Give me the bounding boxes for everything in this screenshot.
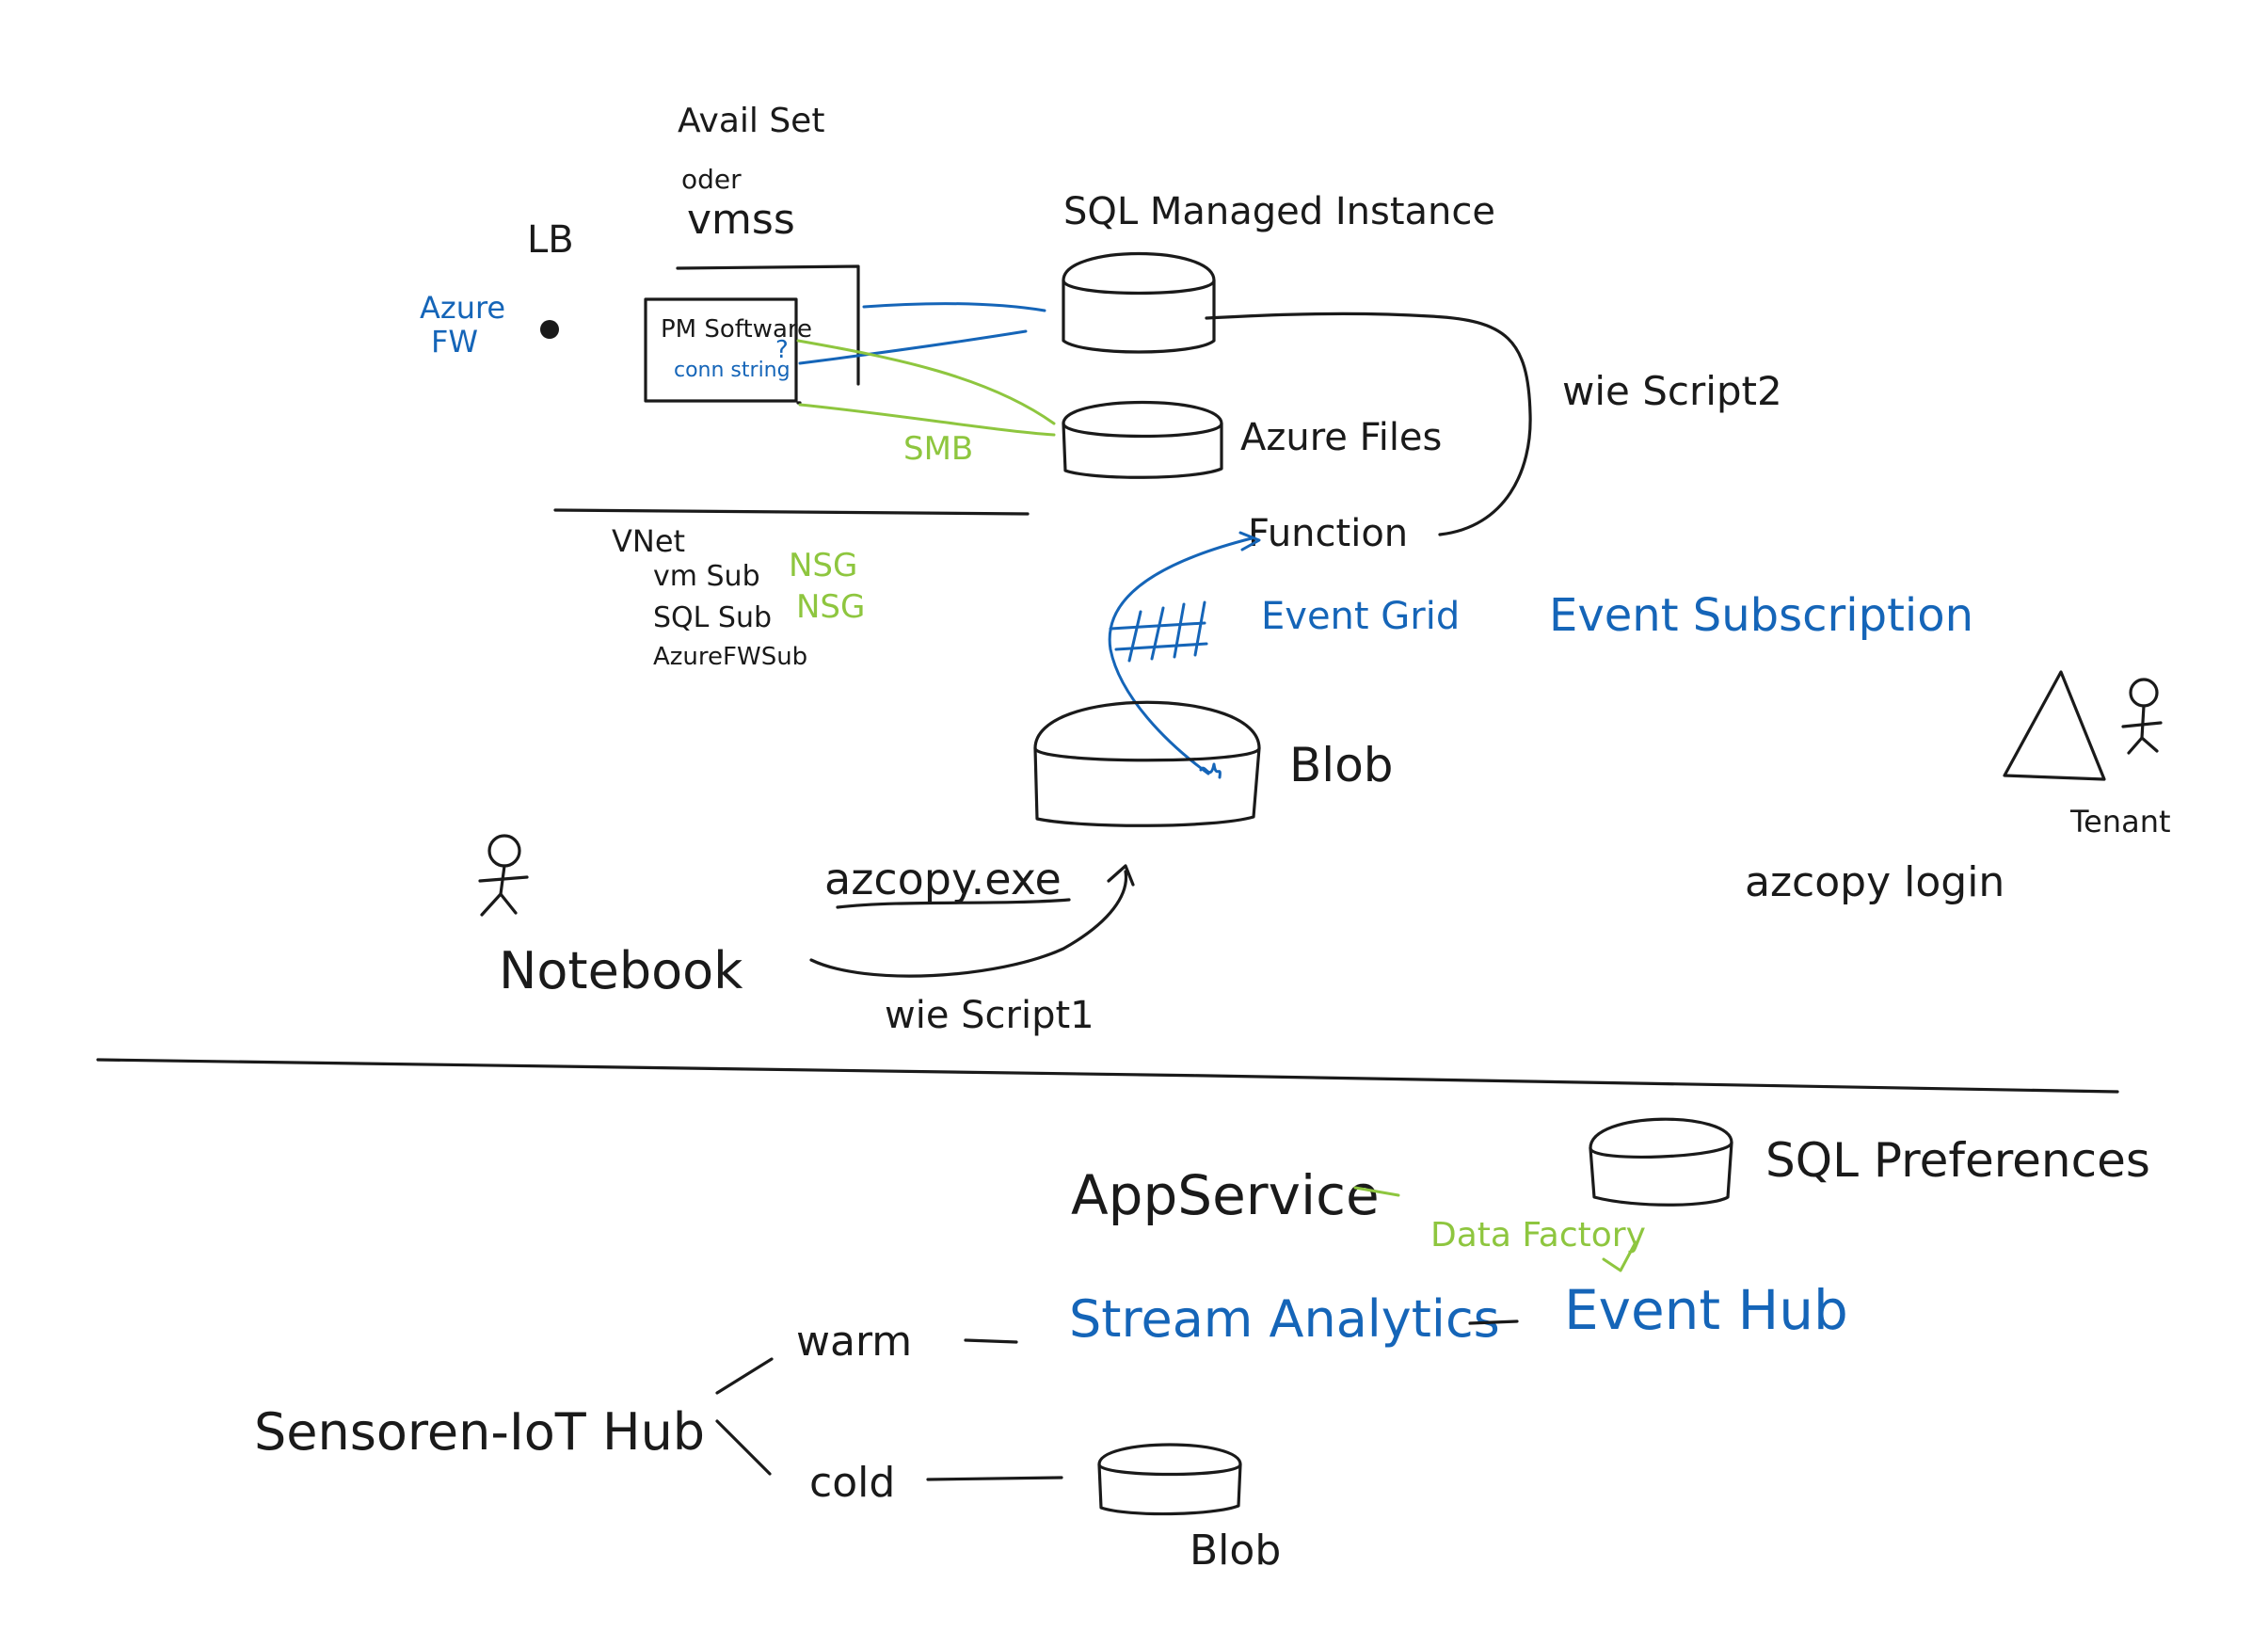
sql-mi-database-icon <box>1062 251 1216 354</box>
pm-to-files-connection-2 <box>798 403 1056 437</box>
cold-label: cold <box>809 1459 895 1507</box>
azure-files-database-icon <box>1062 400 1223 479</box>
azcopy-login-label: azcopy login <box>1745 858 2004 906</box>
sensors-iot-hub-label: Sensoren-IoT Hub <box>254 1402 705 1462</box>
notebook-user-person-icon <box>478 834 529 917</box>
cold-connector <box>926 1476 1063 1481</box>
vmss-box-stack <box>644 264 860 405</box>
azcopy-upload-arrow <box>809 870 1128 978</box>
azcopy-exe-underline <box>836 898 1071 909</box>
tenant-label: Tenant <box>2069 804 2171 839</box>
stream-analytics-event-hub-connector <box>1468 1319 1519 1325</box>
iot-hub-warm-branch <box>715 1357 774 1395</box>
event-subscription-label: Event Subscription <box>1549 589 1973 642</box>
app-service-connector <box>1353 1186 1400 1197</box>
iot-hub-cold-branch <box>715 1419 772 1476</box>
cold-blob-label: Blob <box>1190 1527 1281 1575</box>
blob-label: Blob <box>1289 738 1394 792</box>
oder-label: oder <box>681 164 742 195</box>
pm-software-label: PM Software <box>661 315 812 344</box>
conn-string-question: ? <box>775 336 789 364</box>
event-grid-label: Event Grid <box>1261 595 1460 638</box>
tenant-triangle-icon <box>2003 670 2106 781</box>
sql-sub-label: SQL Sub <box>653 601 772 634</box>
function-arrow-head <box>1238 531 1261 552</box>
tenant-person-icon <box>2121 678 2163 755</box>
vm-sub-label: vm Sub <box>653 560 760 593</box>
blob-to-function-event-flow <box>1108 536 1254 776</box>
smb-label: SMB <box>903 430 973 468</box>
azure-fw-sub-label: AzureFWSub <box>653 643 807 671</box>
conn-string-label: conn string <box>674 359 791 382</box>
nsg-2-label: NSG <box>796 588 865 626</box>
nsg-1-label: NSG <box>789 547 857 584</box>
data-factory-connector <box>1602 1240 1637 1272</box>
event-grid-hatch-icon <box>1109 600 1208 663</box>
wie-script1-label: wie Script1 <box>885 994 1094 1037</box>
blob-database-icon <box>1033 700 1261 827</box>
function-to-sql-mi-loop <box>1205 312 1532 536</box>
pm-to-sql-connection-1 <box>862 302 1046 312</box>
data-factory-label: Data Factory <box>1430 1216 1646 1255</box>
lb-label: LB <box>527 218 574 262</box>
cold-blob-database-icon <box>1097 1443 1242 1516</box>
warm-label: warm <box>796 1318 912 1366</box>
blob-event-scribble <box>1199 762 1222 779</box>
app-service-label: AppService <box>1071 1163 1380 1227</box>
pm-to-files-connection-1 <box>796 339 1056 425</box>
vnet-label: VNet <box>612 523 685 559</box>
sql-preferences-label: SQL Preferences <box>1765 1133 2150 1188</box>
azcopy-upload-arrow-head <box>1107 864 1135 887</box>
notebook-label: Notebook <box>499 941 743 1000</box>
vmss-label: vmss <box>687 196 795 244</box>
section-divider-line <box>96 1058 2119 1094</box>
sql-preferences-database-icon <box>1589 1117 1733 1207</box>
azure-files-label: Azure Files <box>1240 416 1442 459</box>
avail-set-label: Avail Set <box>678 102 824 140</box>
sql-mi-label: SQL Managed Instance <box>1063 190 1495 233</box>
wie-script2-label: wie Script2 <box>1562 368 1782 414</box>
azure-fw-label-line2: FW <box>431 324 478 360</box>
event-hub-label: Event Hub <box>1564 1278 1848 1342</box>
azure-fw-label-line1: Azure <box>420 290 505 326</box>
vnet-line <box>553 508 1030 516</box>
azcopy-exe-label: azcopy.exe <box>824 854 1062 904</box>
warm-connector <box>964 1338 1018 1344</box>
function-label: Function <box>1248 512 1408 555</box>
lb-dot <box>540 320 559 339</box>
pm-to-sql-connection-2 <box>798 329 1028 365</box>
stream-analytics-label: Stream Analytics <box>1069 1289 1500 1349</box>
